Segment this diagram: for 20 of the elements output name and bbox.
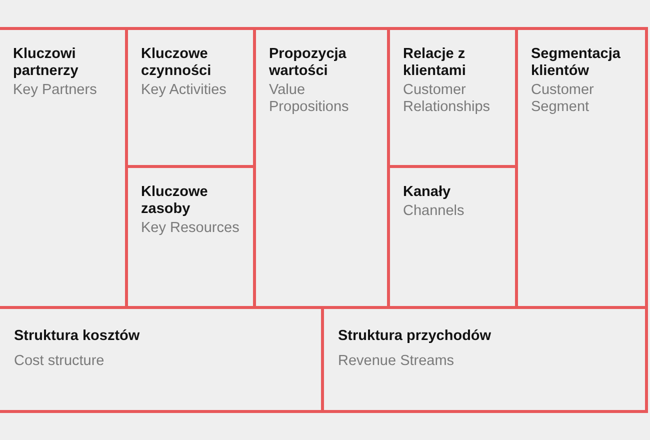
section-heading: Struktura kosztów [14,328,141,345]
section-heading: Kanały [403,184,452,201]
section-subtitle: Customer Relationships [403,82,492,116]
section-subtitle: Cost structure [14,353,106,370]
section-heading: Kluczowe czynności [141,46,212,80]
section-heading: Propozycja wartości [269,46,348,80]
section-subtitle: Key Partners [13,82,98,99]
section-heading: Kluczowe zasoby [141,184,209,218]
section-heading: Struktura przychodów [338,328,492,345]
section-heading: Segmentacja klientów [531,46,622,80]
section-subtitle: Key Resources [141,220,240,237]
section-heading: Kluczowi partnerzy [13,46,80,80]
section-subtitle: Customer Segment [531,82,595,116]
section-subtitle: Key Activities [141,82,228,99]
canvas-section [515,27,648,309]
canvas-section [321,306,648,413]
section-subtitle: Revenue Streams [338,353,456,370]
section-subtitle: Value Propositions [269,82,350,116]
section-subtitle: Channels [403,203,466,220]
section-heading: Relacje z klientami [403,46,467,80]
